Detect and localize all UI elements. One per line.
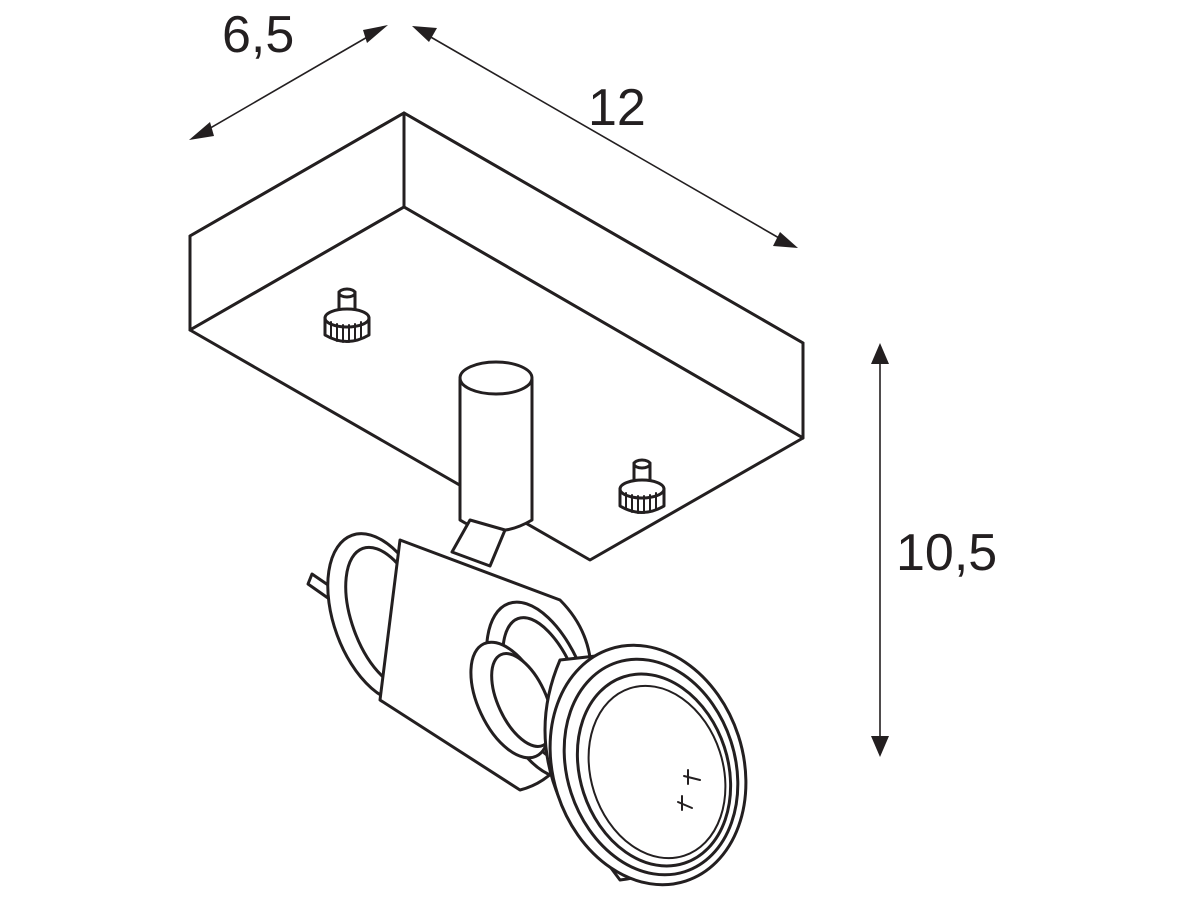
depth-label: 6,5 (222, 6, 294, 64)
screw-left (323, 287, 371, 343)
arrowhead-length-end (773, 232, 798, 248)
arrowhead-depth-end (363, 25, 388, 43)
arrowhead-height-bottom (871, 736, 889, 757)
dimension-depth: 6,5 (189, 6, 388, 140)
arrowhead-depth-start (189, 122, 214, 140)
lamp-head (469, 640, 748, 887)
arrowhead-height-top (871, 343, 889, 364)
stem (450, 360, 534, 568)
height-label: 10,5 (896, 524, 997, 582)
dimension-height: 10,5 (871, 343, 997, 757)
arrowhead-length-start (412, 26, 437, 42)
dimension-length: 12 (412, 26, 798, 248)
length-label: 12 (588, 79, 646, 137)
screw-right (618, 458, 666, 514)
